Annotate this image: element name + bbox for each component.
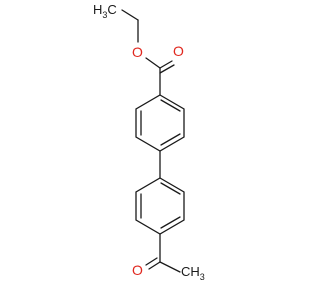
ring-upper-double-2 bbox=[160, 133, 181, 146]
bond-ketone-methyl bbox=[159, 261, 181, 273]
benzene-ring-upper bbox=[135, 94, 185, 152]
ketone-oxygen: O bbox=[132, 262, 143, 278]
ring-lower-outline bbox=[135, 177, 185, 235]
methyl-label-top: H3C bbox=[93, 2, 117, 20]
methyl-label-bottom: CH3 bbox=[181, 264, 205, 282]
ester-group: O O bbox=[132, 43, 184, 96]
ring-lower-double-2 bbox=[160, 216, 181, 229]
structure-canvas: H3C O O O CH3 bbox=[93, 2, 205, 282]
bond-carbonyl-o-b bbox=[159, 64, 175, 74]
bond-carbonyl-o-a bbox=[159, 60, 173, 69]
molecule-structure: H3C O O O CH3 bbox=[93, 2, 205, 282]
ester-carbonyl-oxygen: O bbox=[173, 43, 184, 59]
ring-upper-double-1 bbox=[160, 99, 181, 112]
bond-ketone-o-b bbox=[145, 257, 158, 266]
acetyl-group: O CH3 bbox=[132, 233, 205, 282]
bond-ketone-o-a bbox=[148, 261, 161, 270]
bond-o-carbonyl bbox=[145, 57, 161, 69]
benzene-ring-lower bbox=[135, 177, 185, 235]
ring-lower-double-1 bbox=[160, 182, 181, 195]
ring-upper-outline bbox=[135, 94, 185, 152]
ester-single-oxygen: O bbox=[132, 44, 143, 60]
bond-ch3-ch2 bbox=[121, 9, 139, 21]
ethyl-group: H3C bbox=[93, 2, 139, 43]
